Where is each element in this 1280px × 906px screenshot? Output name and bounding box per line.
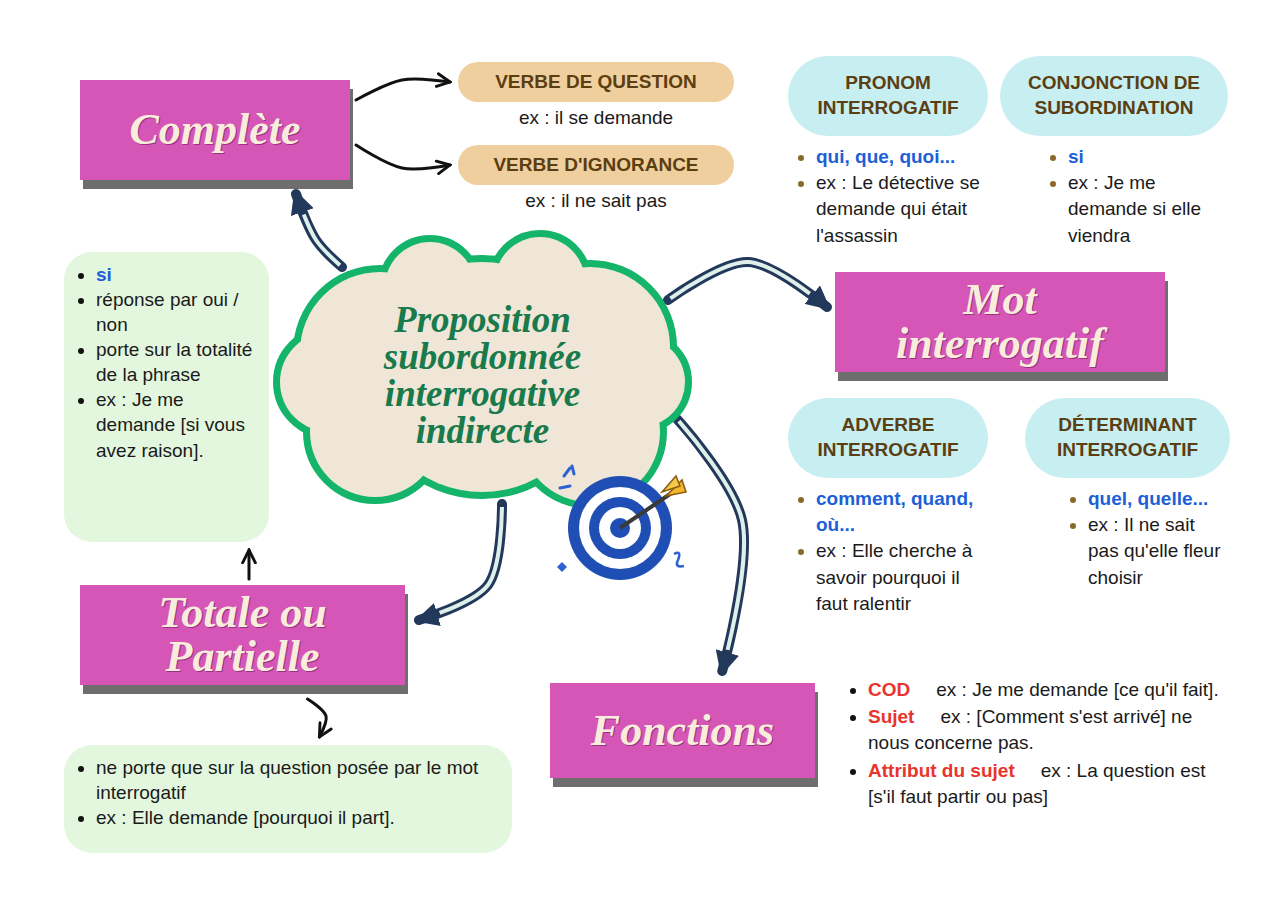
connector-line [356, 145, 450, 169]
cloud-text-holder: Proposition subordonnée interrogative in… [270, 232, 695, 517]
bullet-list: qui, que, quoi...ex : Le détective se de… [788, 144, 988, 249]
info-box: siréponse par oui / nonporte sur la tota… [64, 252, 269, 542]
category-pill: ADVERBE INTERROGATIF [788, 398, 988, 478]
connector-line [668, 262, 827, 307]
cloud-fill [280, 332, 380, 432]
connector-arrow [296, 194, 342, 267]
function-label: ex : Je me demande [ce qu'il fait]. [936, 679, 1218, 700]
bullet-list: COD ex : Je me demande [ce qu'il fait]. Su… [848, 677, 1220, 810]
category-heading: VERBE D'IGNORANCE [493, 153, 698, 178]
connector-inner [296, 194, 342, 267]
dart-feather [662, 476, 680, 492]
connector-line [419, 504, 502, 620]
banner-title: Totale ou Partielle [118, 591, 368, 679]
cloud-outline [595, 337, 685, 427]
category-group: PRONOM INTERROGATIF qui, que, quoi...ex :… [788, 56, 988, 249]
cloud-outline [280, 332, 380, 432]
bullet-list: quel, quelle...ex : Il ne sait pas qu'el… [1060, 486, 1230, 591]
category-pill: DÉTERMINANT INTERROGATIF [1025, 398, 1230, 478]
bullet-item: porte sur la totalité de la phrase [96, 337, 257, 387]
title-banner: Fonctions [550, 683, 815, 778]
bullet-item: ex : Elle cherche à savoir pourquoi il f… [816, 538, 988, 617]
category-group: CONJONCTION DE SUBORDINATION siex : Je me… [1000, 56, 1228, 249]
bullet-item: ex : Il ne sait pas qu'elle fleur choisi… [1088, 512, 1230, 591]
connector-arrow [249, 550, 250, 579]
connector-inner [677, 419, 744, 671]
bullet-item: ex : Je me demande si elle viendra [1068, 170, 1228, 249]
function-label: COD [868, 679, 910, 700]
category-pill: CONJONCTION DE SUBORDINATION [1000, 56, 1228, 136]
title-banner: Mot interrogatif [835, 272, 1165, 372]
example-text: ex : il se demande [458, 106, 734, 131]
category-heading: ADVERBE INTERROGATIF [796, 413, 980, 462]
category-heading: PRONOM INTERROGATIF [796, 71, 980, 120]
category-group: VERBE D'IGNORANCE ex : il ne sait pas [458, 145, 734, 214]
connector-arrow [356, 79, 450, 100]
bullet-list: ne porte que sur la question posée par l… [68, 755, 500, 830]
category-heading: VERBE DE QUESTION [495, 70, 697, 95]
category-group: VERBE DE QUESTION ex : il se demande [458, 62, 734, 131]
connector-line [677, 419, 744, 671]
bullet-item: comment, quand, où... [816, 486, 988, 538]
connector-arrow [356, 145, 450, 169]
bullet-list: siex : Je me demande si elle viendra [1040, 144, 1228, 249]
category-pill: PRONOM INTERROGATIF [788, 56, 988, 136]
info-box: ne porte que sur la question posée par l… [64, 745, 512, 853]
bullet-item: ex : Elle demande [pourquoi il part]. [96, 805, 500, 830]
connector-arrow [668, 262, 827, 307]
title-banner: Totale ou Partielle [80, 585, 405, 685]
category-pill: VERBE D'IGNORANCE [458, 145, 734, 185]
connector-line [308, 699, 327, 737]
connector-inner [668, 262, 827, 307]
bullet-item: qui, que, quoi... [816, 144, 988, 170]
bullet-item: quel, quelle... [1088, 486, 1230, 512]
bullet-item: ex : Le détective se demande qui était l… [816, 170, 988, 249]
connector-line [248, 550, 251, 579]
bullet-item: COD ex : Je me demande [ce qu'il fait]. [868, 677, 1220, 703]
function-label: Attribut du sujet [868, 760, 1015, 781]
banner-title: Mot interrogatif [870, 278, 1130, 366]
central-title: Proposition subordonnée interrogative in… [343, 301, 623, 449]
sparkle [557, 562, 567, 572]
category-heading: CONJONCTION DE SUBORDINATION [1008, 71, 1220, 120]
connector-line [356, 79, 450, 100]
bullet-item: si [96, 262, 257, 287]
bullet-item: réponse par oui / non [96, 287, 257, 337]
title-banner: Complète [80, 80, 350, 180]
category-heading: DÉTERMINANT INTERROGATIF [1033, 413, 1222, 462]
bullet-item: Sujetex : [Comment s'est arrivé] ne nous… [868, 704, 1220, 756]
function-label: ex : [Comment s'est arrivé] ne nous conc… [868, 706, 1192, 753]
cloud-fill [595, 337, 685, 427]
bullet-item: ex : Je me demande [si vous avez raison]… [96, 387, 257, 462]
bullet-item: ne porte que sur la question posée par l… [96, 755, 500, 805]
example-text: ex : il ne sait pas [458, 189, 734, 214]
function-list: COD ex : Je me demande [ce qu'il fait]. Su… [848, 677, 1220, 811]
swirl [674, 553, 684, 567]
category-group: ADVERBE INTERROGATIF comment, quand, où..… [788, 398, 988, 617]
connector-inner [419, 504, 502, 620]
connector-arrow [419, 504, 502, 620]
banner-title: Complète [129, 108, 300, 152]
category-pill: VERBE DE QUESTION [458, 62, 734, 102]
connector-line [296, 194, 342, 267]
banner-title: Fonctions [591, 709, 774, 753]
connector-arrow [677, 419, 744, 671]
bullet-list: siréponse par oui / nonporte sur la tota… [68, 262, 257, 463]
connector-arrow [308, 699, 327, 737]
bullet-list: comment, quand, où...ex : Elle cherche à… [788, 486, 988, 617]
bullet-item: si [1068, 144, 1228, 170]
central-cloud: Proposition subordonnée interrogative in… [270, 232, 695, 517]
target-icon [558, 462, 690, 588]
function-label: Sujet [868, 706, 914, 727]
bullet-item: Attribut du sujetex : La question est [s… [868, 758, 1220, 810]
category-group: DÉTERMINANT INTERROGATIF quel, quelle...e… [1025, 398, 1230, 591]
